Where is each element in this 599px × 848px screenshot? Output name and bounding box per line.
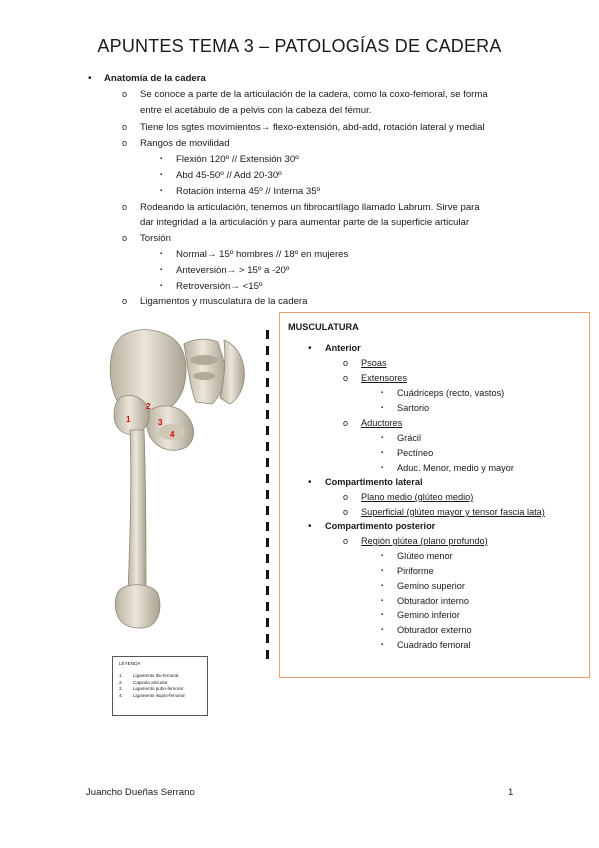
bullet: ▪	[381, 390, 384, 396]
bullet: o	[122, 296, 128, 306]
page-title: APUNTES TEMA 3 – PATOLOGÍAS DE CADERA	[97, 36, 502, 56]
outline-text: Flexión 120º // Extensión 30º	[176, 154, 299, 165]
legend-number: 1.	[119, 673, 123, 679]
outline-text: Retroversión→ <15º	[176, 281, 263, 292]
legend-text: Ligamento Ilio-femoral	[133, 673, 179, 679]
footer-author: Juancho Dueñas Serrano	[86, 787, 195, 798]
legend-title: LEYENDA	[119, 661, 141, 666]
bullet: o	[122, 202, 128, 212]
outline-text: Torsión	[140, 233, 171, 244]
bullet: ▪	[381, 612, 384, 618]
bullet: ▪	[381, 405, 384, 411]
bullet: •	[308, 521, 312, 532]
legend-text: Ligamento isquio-femoral	[133, 692, 185, 698]
section-heading: Anatomía de la cadera	[104, 73, 206, 84]
outline-text: Rangos de movilidad	[140, 138, 230, 149]
outline-text: dar integridad a la articulación y para …	[140, 217, 470, 228]
muscle-item: Grácil	[397, 433, 421, 443]
legend-item: 1. Ligamento Ilio-femoral	[119, 673, 201, 679]
group-lateral: Compartimento lateral	[325, 477, 423, 487]
ligament-label-1: 1	[126, 415, 131, 424]
ligament-label-3: 3	[158, 418, 163, 427]
muscle-item: Piriforme	[397, 566, 434, 576]
legend-item: 2. Capsula articular	[119, 680, 201, 686]
group-anterior: Anterior	[325, 343, 361, 353]
legend-number: 4.	[119, 692, 123, 698]
muscle-item: Gemino superior	[397, 581, 465, 591]
bullet: ▪	[160, 172, 163, 178]
bullet: ▪	[381, 465, 384, 471]
muscle-item: Pectíneo	[397, 448, 434, 458]
bullet: o	[343, 373, 349, 383]
bullet: ▪	[381, 627, 384, 633]
muscle-item: Glúteo menor	[397, 551, 453, 561]
muscle-group: Región glútea (plano profundo)	[361, 536, 488, 546]
bullet: o	[343, 507, 349, 517]
hip-anatomy-illustration: 1 2 3 4	[100, 322, 250, 644]
muscle-group: Aductores	[361, 418, 403, 428]
muscle-item: Obturador externo	[397, 625, 472, 635]
muscle-item: Sartorio	[397, 403, 430, 413]
outline-text: entre el acetábulo de a pelvis con la ca…	[140, 105, 372, 116]
muscle-item: Cuádriceps (recto, vastos)	[397, 388, 505, 398]
legend-item: 3. Ligamento pubo-femoral	[119, 686, 201, 692]
bullet: ▪	[381, 598, 384, 604]
muscle-item: Cuadrado femoral	[397, 640, 471, 650]
bullet: o	[122, 138, 128, 148]
legend-box: LEYENDA 1. Ligamento Ilio-femoral 2. Capsu…	[112, 656, 208, 716]
bullet: ▪	[381, 553, 384, 559]
outline-text: Ligamentos y musculatura de la cadera	[140, 296, 308, 307]
bullet: ▪	[160, 251, 163, 257]
ligament-label-4: 4	[170, 430, 175, 439]
bullet: ▪	[381, 642, 384, 648]
outline-text: Abd 45-50º // Add 20-30º	[176, 170, 282, 181]
bullet: o	[343, 536, 349, 546]
bullet: o	[343, 418, 349, 428]
outline-text: Normal→ 15º hombres // 18º en mujeres	[176, 249, 349, 260]
bullet: o	[122, 122, 128, 132]
muscle-item: Obturador interno	[397, 596, 470, 606]
group-posterior: Compartimento posterior	[325, 521, 436, 531]
legend-text: Capsula articular	[133, 679, 168, 685]
bullet: •	[308, 343, 312, 354]
bullet: •	[88, 73, 92, 84]
legend-number: 2.	[119, 679, 123, 685]
muscle-group: Superficial (glúteo mayor y tensor fasci…	[361, 507, 545, 517]
bullet: ▪	[160, 267, 163, 273]
bullet: ▪	[381, 568, 384, 574]
musculatura-box	[279, 312, 590, 678]
bullet: ▪	[160, 156, 163, 162]
ligament-label-2: 2	[146, 402, 151, 411]
bullet: o	[343, 358, 349, 368]
outline-text: Rotación interna 45º // Interna 35º	[176, 186, 321, 197]
bullet: o	[122, 233, 128, 243]
bullet: o	[343, 492, 349, 502]
hip-bone-drawing	[109, 329, 245, 629]
legend-text: Ligamento pubo-femoral	[133, 686, 183, 692]
outline-text: Rodeando la articulación, tenemos un fib…	[140, 202, 480, 213]
legend-item: 4. Ligamento isquio-femoral	[119, 693, 201, 699]
bullet: •	[308, 477, 312, 488]
outline-text: Anteversión→ > 15º a -20º	[176, 265, 290, 276]
bullet: o	[122, 89, 128, 99]
page-number: 1	[508, 787, 514, 798]
legend-number: 3.	[119, 686, 123, 692]
muscle-group: Plano medio (glúteo medio)	[361, 492, 474, 502]
dashed-separator	[266, 330, 269, 660]
muscle-group: Extensores	[361, 373, 407, 383]
bullet: ▪	[381, 435, 384, 441]
muscle-item: Gemino inferior	[397, 610, 460, 620]
outline-text: Se conoce a parte de la articulación de …	[140, 89, 488, 100]
musculatura-heading: MUSCULATURA	[288, 322, 359, 332]
bullet: ▪	[381, 450, 384, 456]
outline-text: Tiene los sgtes movimientos→ flexo-exten…	[140, 122, 485, 133]
muscle-group: Psoas	[361, 358, 387, 368]
bullet: ▪	[160, 188, 163, 194]
bullet: ▪	[160, 283, 163, 289]
bullet: ▪	[381, 583, 384, 589]
muscle-item: Aduc. Menor, medio y mayor	[397, 463, 514, 473]
